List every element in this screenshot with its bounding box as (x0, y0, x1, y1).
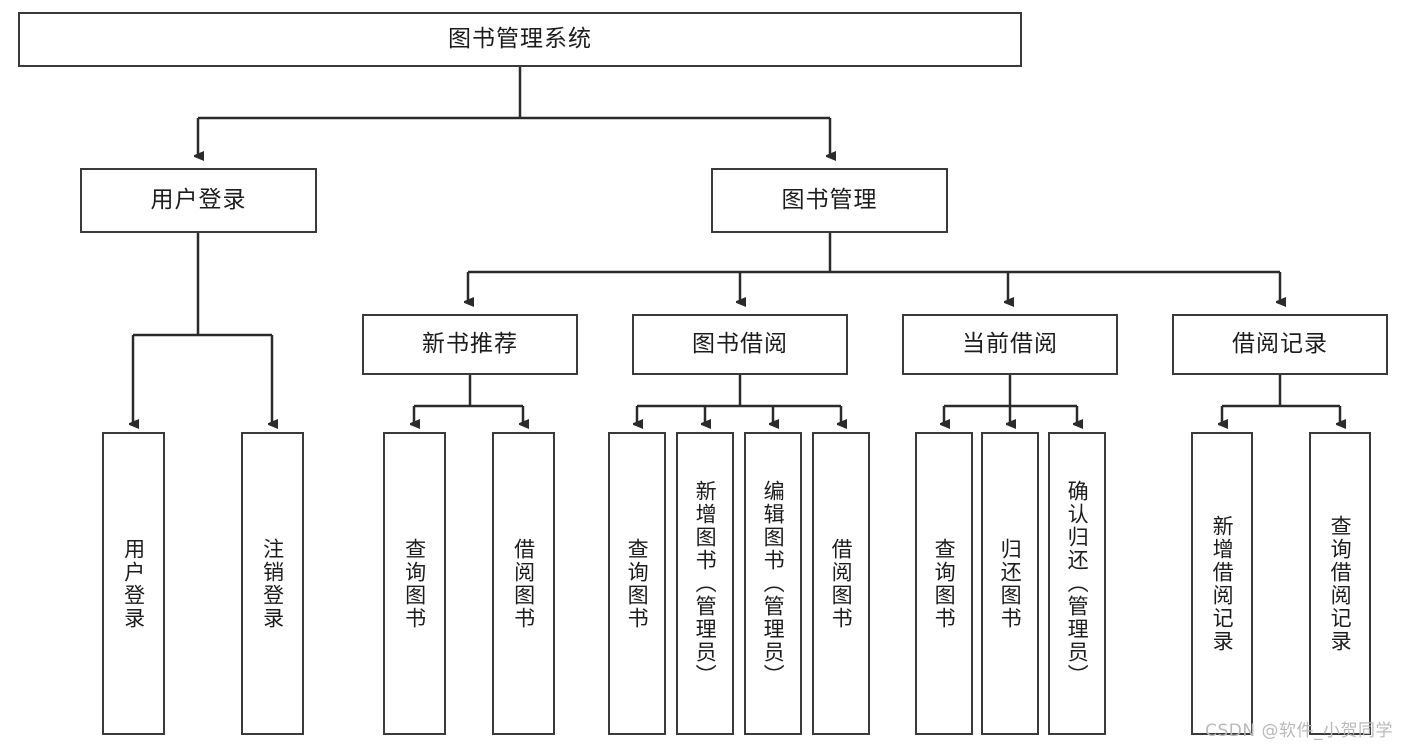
node-leaf-user-login[interactable]: 用户登录 (102, 432, 165, 735)
node-current-borrow[interactable]: 当前借阅 (902, 314, 1118, 375)
edge-group-user-login (133, 233, 272, 424)
node-user-login-label: 用户登录 (150, 186, 247, 213)
node-leaf-user-login-label: 用户登录 (121, 537, 146, 630)
node-new-book-recommend-label: 新书推荐 (422, 330, 518, 357)
edge-group-book-borrow (637, 375, 841, 424)
node-leaf-add-book-admin-label: 新增图书（管理员） (693, 480, 718, 687)
node-leaf-add-book-admin[interactable]: 新增图书（管理员） (676, 432, 734, 735)
node-leaf-add-borrow-record-label: 新增借阅记录 (1210, 514, 1235, 653)
node-leaf-logout-label: 注销登录 (260, 537, 285, 630)
node-current-borrow-label: 当前借阅 (962, 330, 1058, 357)
node-borrow-record[interactable]: 借阅记录 (1172, 314, 1388, 375)
node-leaf-logout[interactable]: 注销登录 (241, 432, 304, 735)
node-borrow-record-label: 借阅记录 (1232, 330, 1328, 357)
node-user-login[interactable]: 用户登录 (80, 168, 317, 233)
node-new-book-recommend[interactable]: 新书推荐 (362, 314, 578, 375)
edge-group-book-manage (468, 233, 1280, 302)
node-leaf-query-book-current[interactable]: 查询图书 (915, 432, 973, 735)
edge-group-new-book (414, 375, 523, 424)
node-leaf-query-book-recommend[interactable]: 查询图书 (383, 432, 446, 735)
edge-group-current-borrow (944, 375, 1077, 424)
node-leaf-return-book[interactable]: 归还图书 (981, 432, 1039, 735)
node-leaf-edit-book-admin-label: 编辑图书（管理员） (761, 480, 786, 687)
node-leaf-borrow-book[interactable]: 借阅图书 (812, 432, 870, 735)
node-book-borrow[interactable]: 图书借阅 (632, 314, 848, 375)
node-leaf-query-book-current-label: 查询图书 (932, 537, 957, 630)
node-leaf-query-borrow-record[interactable]: 查询借阅记录 (1309, 432, 1371, 735)
node-leaf-borrow-book-recommend-label: 借阅图书 (511, 537, 536, 630)
node-book-manage-label: 图书管理 (781, 186, 878, 213)
node-leaf-edit-book-admin[interactable]: 编辑图书（管理员） (744, 432, 802, 735)
node-leaf-query-borrow-record-label: 查询借阅记录 (1328, 514, 1353, 653)
node-leaf-query-book-borrow[interactable]: 查询图书 (608, 432, 666, 735)
node-leaf-query-book-recommend-label: 查询图书 (402, 537, 427, 630)
node-root-system-label: 图书管理系统 (448, 25, 592, 52)
edge-group-root (198, 67, 830, 156)
node-leaf-query-book-borrow-label: 查询图书 (625, 537, 650, 630)
node-leaf-return-book-label: 归还图书 (998, 537, 1023, 630)
edge-group-borrow-record (1222, 375, 1340, 424)
node-leaf-add-borrow-record[interactable]: 新增借阅记录 (1191, 432, 1253, 735)
node-book-manage[interactable]: 图书管理 (711, 168, 948, 233)
node-leaf-confirm-return-admin[interactable]: 确认归还（管理员） (1048, 432, 1106, 735)
node-leaf-borrow-book-recommend[interactable]: 借阅图书 (492, 432, 555, 735)
node-leaf-borrow-book-label: 借阅图书 (829, 537, 854, 630)
node-root-system[interactable]: 图书管理系统 (18, 12, 1022, 67)
node-leaf-confirm-return-admin-label: 确认归还（管理员） (1065, 480, 1090, 687)
node-book-borrow-label: 图书借阅 (692, 330, 788, 357)
